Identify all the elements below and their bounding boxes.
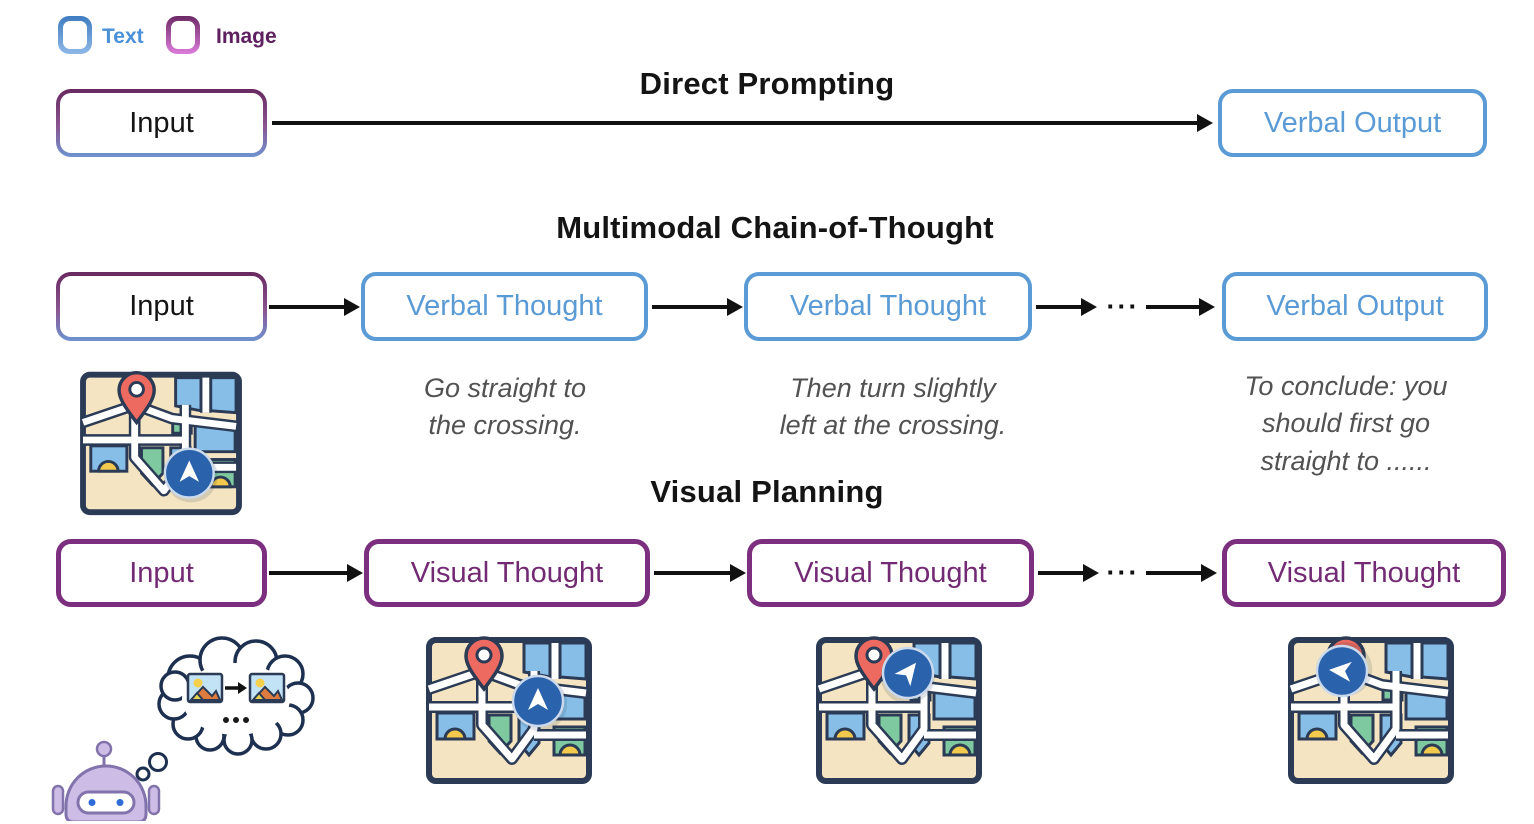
cot-verbal-thought-1-label: Verbal Thought bbox=[406, 290, 603, 322]
vp-visual-thought-2-box: Visual Thought bbox=[747, 539, 1034, 607]
cot-input-label: Input bbox=[129, 290, 194, 322]
cot-verbal-thought-2-label: Verbal Thought bbox=[789, 290, 987, 322]
map-image bbox=[1291, 638, 1451, 781]
direct-input-box: Input bbox=[56, 89, 267, 157]
vp-visual-thought-3-label: Visual Thought bbox=[1267, 556, 1461, 589]
map-image bbox=[83, 373, 239, 512]
cot-input-map-image bbox=[78, 362, 244, 518]
vp-arrow-4 bbox=[1146, 564, 1217, 582]
direct-verbal-output-box: Verbal Output bbox=[1218, 89, 1487, 157]
direct-prompting-title: Direct Prompting bbox=[639, 66, 895, 101]
thought-cloud-icon bbox=[126, 636, 315, 789]
cot-verbal-thought-2-box: Verbal Thought bbox=[744, 272, 1032, 341]
caption-line: straight to ...... bbox=[1260, 445, 1432, 476]
caption-line: Then turn slightly bbox=[790, 373, 996, 403]
cot-arrow-3 bbox=[1036, 298, 1097, 316]
legend-image-label: Image bbox=[216, 25, 277, 48]
vp-thought-3-map-image bbox=[1286, 627, 1456, 787]
caption-line: should first go bbox=[1261, 408, 1431, 439]
vp-input-label: Input bbox=[129, 556, 194, 589]
vp-visual-thought-2-label: Visual Thought bbox=[794, 556, 987, 589]
arrow-icon bbox=[225, 682, 247, 694]
cot-verbal-output-box: Verbal Output bbox=[1222, 272, 1488, 341]
robot-icon bbox=[51, 740, 161, 821]
vp-arrow-2 bbox=[654, 564, 746, 582]
cloud-ellipsis-dots bbox=[223, 717, 249, 723]
legend-text-label: Text bbox=[102, 25, 144, 48]
cot-ellipsis: ··· bbox=[1106, 291, 1140, 322]
caption-line: To conclude: you bbox=[1244, 371, 1448, 401]
cot-caption-2: Then turn slightly left at the crossing. bbox=[780, 370, 1007, 445]
cot-arrow-1 bbox=[269, 298, 360, 316]
image-thumbnail-icon bbox=[248, 672, 286, 704]
direct-verbal-output-label: Verbal Output bbox=[1263, 106, 1442, 139]
vp-input-box: Input bbox=[56, 539, 267, 607]
direct-input-label: Input bbox=[129, 106, 194, 139]
multimodal-cot-title: Multimodal Chain-of-Thought bbox=[556, 210, 994, 245]
vp-visual-thought-3-box: Visual Thought bbox=[1222, 539, 1506, 607]
caption-line: Go straight to bbox=[423, 373, 587, 403]
vp-arrow-1 bbox=[269, 564, 363, 582]
caption-line: left at the crossing. bbox=[779, 410, 1007, 441]
vp-arrow-3 bbox=[1038, 564, 1099, 582]
cot-verbal-thought-1-box: Verbal Thought bbox=[361, 272, 648, 341]
image-thumbnail-icon bbox=[186, 672, 224, 704]
legend-image-swatch bbox=[166, 16, 200, 54]
cot-arrow-4 bbox=[1146, 298, 1215, 316]
direct-arrow bbox=[272, 114, 1213, 132]
vp-visual-thought-1-box: Visual Thought bbox=[364, 539, 650, 607]
legend-text-swatch bbox=[58, 16, 92, 54]
cot-caption-1: Go straight to the crossing. bbox=[424, 370, 586, 445]
robot-thinking-illustration bbox=[51, 636, 315, 821]
vp-visual-thought-1-label: Visual Thought bbox=[410, 556, 604, 589]
cot-caption-3: To conclude: you should first go straigh… bbox=[1244, 368, 1447, 480]
visual-planning-title: Visual Planning bbox=[650, 474, 884, 509]
cot-verbal-output-label: Verbal Output bbox=[1266, 290, 1444, 322]
caption-line: the crossing. bbox=[428, 410, 582, 441]
cot-arrow-2 bbox=[652, 298, 743, 316]
vp-ellipsis: ··· bbox=[1106, 557, 1140, 588]
cot-input-box: Input bbox=[56, 272, 267, 341]
vp-thought-2-map-image bbox=[814, 627, 984, 787]
vp-thought-1-map-image bbox=[424, 627, 594, 787]
